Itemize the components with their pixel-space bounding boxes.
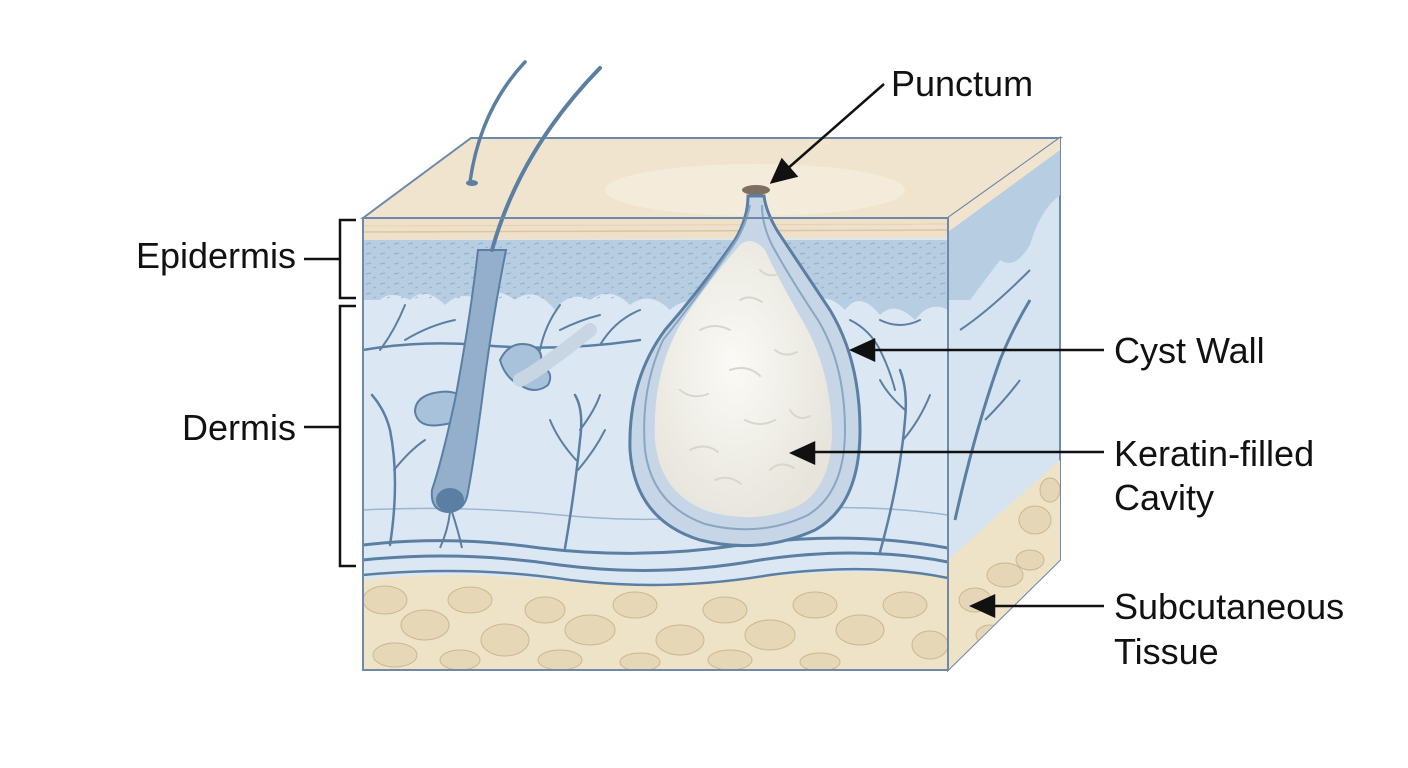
subcutaneous-label-line1: Subcutaneous (1114, 586, 1344, 627)
skin-block-side-face (947, 136, 1061, 673)
epidermoid-cyst (628, 194, 862, 548)
hair-shaft (468, 60, 527, 184)
punctum-label: Punctum (891, 63, 1033, 104)
keratin-label-line1: Keratin-filled (1114, 433, 1314, 474)
dermis-bracket (304, 304, 356, 568)
keratin-filled-cavity (654, 241, 832, 518)
fat-lobules (363, 585, 948, 670)
dermis-label: Dermis (182, 407, 296, 448)
annotation-arrows (769, 83, 1104, 618)
subcutaneous-label-line2: Tissue (1114, 631, 1219, 672)
epidermis-label: Epidermis (136, 235, 296, 276)
epidermis-bracket (304, 218, 356, 300)
keratin-label-line2: Cavity (1114, 477, 1214, 518)
cyst-wall-label: Cyst Wall (1114, 330, 1265, 371)
dermal-vessels (363, 304, 948, 587)
hair-shaft-main (490, 66, 602, 252)
punctum-opening (742, 185, 770, 195)
skin-block-outline (362, 217, 949, 671)
punctum-arrow (785, 83, 885, 171)
hair-follicle (430, 249, 508, 514)
